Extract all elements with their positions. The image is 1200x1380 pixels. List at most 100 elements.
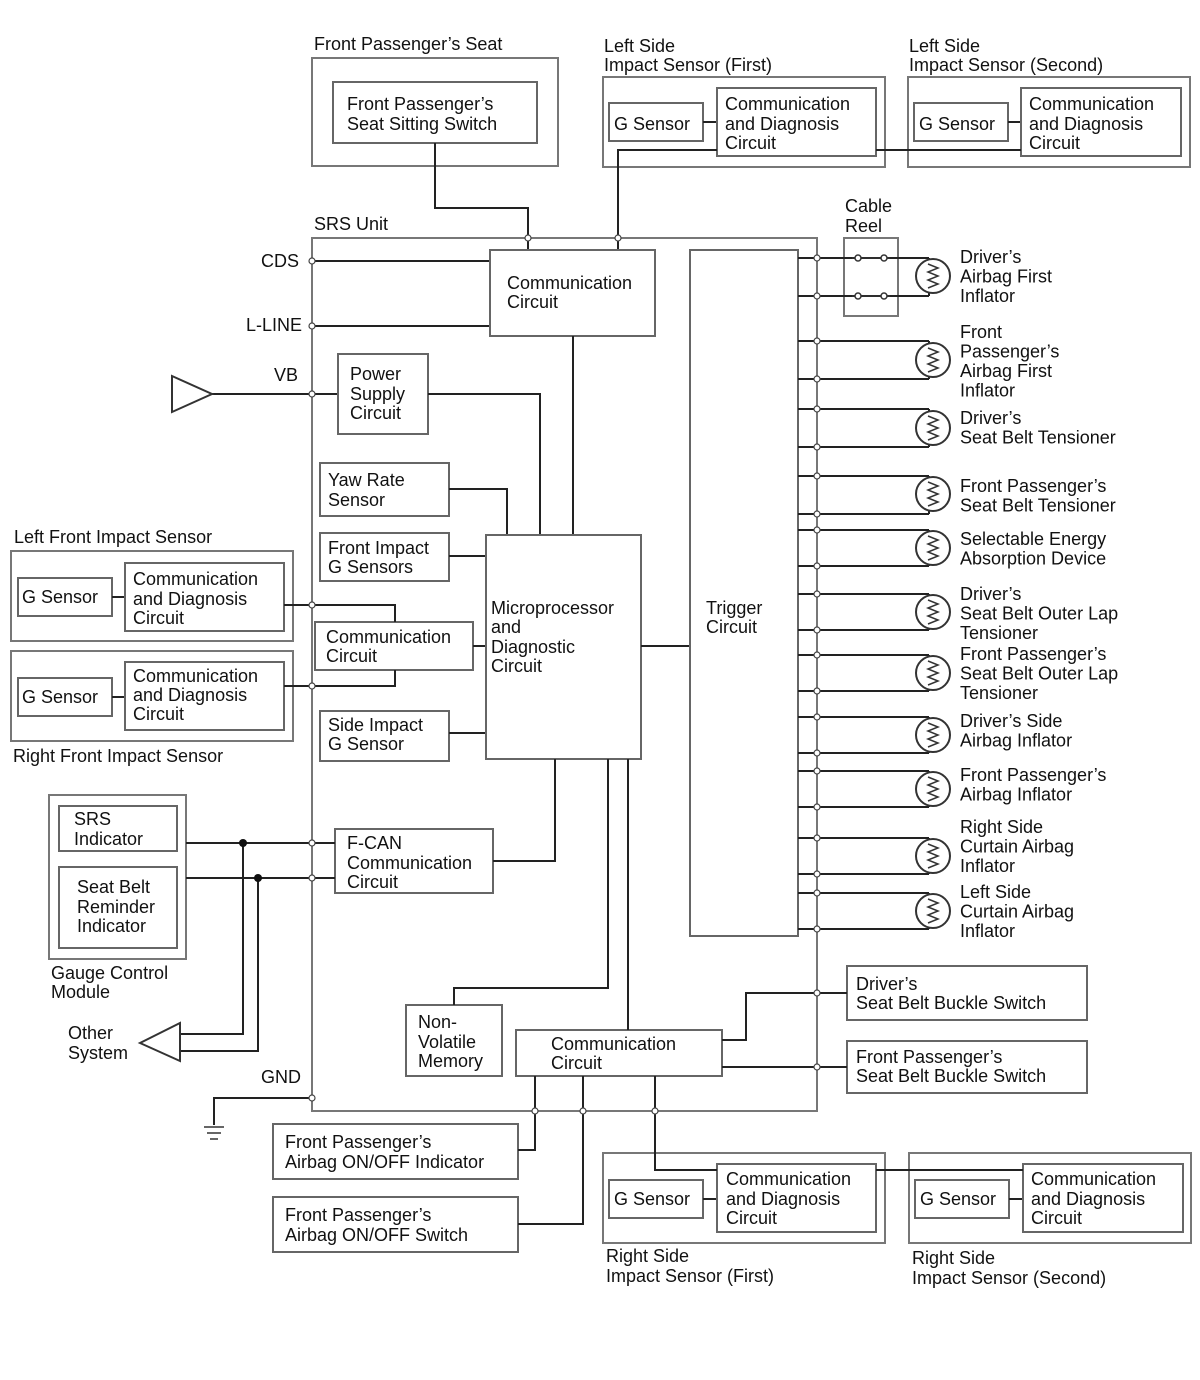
connector-terminal [813,713,821,721]
connector-terminal [651,1107,659,1115]
connector-terminal [813,526,821,534]
comm-mid-box [314,621,474,671]
gauge-l1: Gauge Control [51,963,168,983]
passenger-buckle-l2: Seat Belt Buckle Switch [856,1066,1046,1086]
fp-seat-wire [434,143,529,250]
sig-l2: G Sensor [328,734,404,754]
fp-seat-switch-l2: Seat Sitting Switch [347,114,497,134]
connector-terminal [308,257,316,265]
lf-comm-l2: and Diagnosis [133,589,247,609]
lsi2-comm-l3: Circuit [1029,133,1080,153]
lsi1-comm-l1: Communication [725,94,850,114]
inflator-label: Driver’s [960,408,1021,428]
inflator-label: Driver’s [960,584,1021,604]
lsi1-comm-l2: and Diagnosis [725,114,839,134]
srs-ind-l1: SRS [74,809,111,829]
inflator-label: Front Passenger’s [960,644,1106,664]
yaw-l1: Yaw Rate [328,470,405,490]
srs-unit-outline [311,237,818,1112]
connector-terminal [531,1107,539,1115]
lsi1-g-box [608,102,704,142]
squib-element [925,898,941,924]
rf-comm-box [124,661,285,731]
connector-terminal [308,322,316,330]
fcan-l1: F-CAN [347,833,402,853]
lsi1-wire [617,149,717,250]
inflator-wires [798,254,951,930]
squib-element [925,263,941,289]
connector-terminal [813,254,821,262]
connector-terminal [813,292,821,300]
srs-unit-title: SRS Unit [314,214,388,234]
connector-terminal [308,874,316,882]
connector-terminal [524,234,532,242]
inflator-label: Curtain Airbag [960,837,1074,857]
comm-top-box [489,249,656,337]
rsi1-title-l1: Right Side [606,1246,689,1266]
sig-l1: Side Impact [328,715,423,735]
connector-terminal [813,375,821,383]
cable-reel-box [843,237,899,317]
rsi2-outline [908,1152,1192,1244]
lf-g-label: G Sensor [22,587,98,607]
trigger-l2: Circuit [706,617,757,637]
connector-terminal [813,989,821,997]
cable-reel-l2: Reel [845,216,882,236]
sbr-l1: Seat Belt [77,877,150,897]
rsi2-comm-l2: and Diagnosis [1031,1189,1145,1209]
lsi1-comm-l3: Circuit [725,133,776,153]
connector-terminal [813,626,821,634]
cable-reel-l1: Cable [845,196,892,216]
connector-terminal [579,1107,587,1115]
rsi1-outline [602,1152,886,1244]
connector-terminal [813,749,821,757]
inflator-label: Front Passenger’s [960,765,1106,785]
squib-icon [915,258,951,294]
squib-icon [915,342,951,378]
cable-reel-terminal [854,254,862,262]
comm-bottom-l1: Communication [551,1034,676,1054]
border-connectors [308,234,821,1115]
connector-terminal [813,590,821,598]
connector-terminal [813,687,821,695]
inflator-label: Driver’s [960,247,1021,267]
lsi2-comm-l2: and Diagnosis [1029,114,1143,134]
onoff-ind-l2: Airbag ON/OFF Indicator [285,1152,484,1172]
micro-l1: Microprocessor [491,598,614,618]
squib-icon [915,893,951,929]
inflator-label: Inflator [960,381,1015,401]
rsi2-comm-l3: Circuit [1031,1208,1082,1228]
rsi2-g-label: G Sensor [920,1189,996,1209]
port-vb: VB [274,365,298,385]
squib-element [925,535,941,561]
power-supply-box [337,353,429,435]
connector-terminal [308,601,316,609]
onoff-switch-box [272,1196,519,1253]
inflator-label: Inflator [960,856,1015,876]
power-l2: Supply [350,384,405,404]
inflator-label: Tensioner [960,683,1038,703]
inflator-label: Absorption Device [960,549,1106,569]
front-impact-g-box [319,532,450,582]
inflator-label: Seat Belt Outer Lap [960,664,1118,684]
side-impact-g-box [319,710,450,762]
port-cds: CDS [261,251,299,271]
srs-ind-l2: Indicator [74,829,143,849]
sbr-l2: Reminder [77,897,155,917]
lf-comm-box [124,562,285,632]
driver-buckle-wire [722,992,847,1041]
power-l3: Circuit [350,403,401,423]
rsi1-comm-l3: Circuit [726,1208,777,1228]
rf-comm-l1: Communication [133,666,258,686]
micro-l3: Diagnostic [491,637,575,657]
inflator-label: Airbag Inflator [960,785,1072,805]
onoff-ind-l1: Front Passenger’s [285,1132,431,1152]
connector-terminal [813,405,821,413]
nvm-l2: Volatile [418,1032,476,1052]
squib-element [925,660,941,686]
micro-l2: and [491,617,521,637]
microprocessor-box [485,534,642,760]
lsi1-title-l2: Impact Sensor (First) [604,55,772,75]
other-system-l1: Other [68,1023,113,1043]
